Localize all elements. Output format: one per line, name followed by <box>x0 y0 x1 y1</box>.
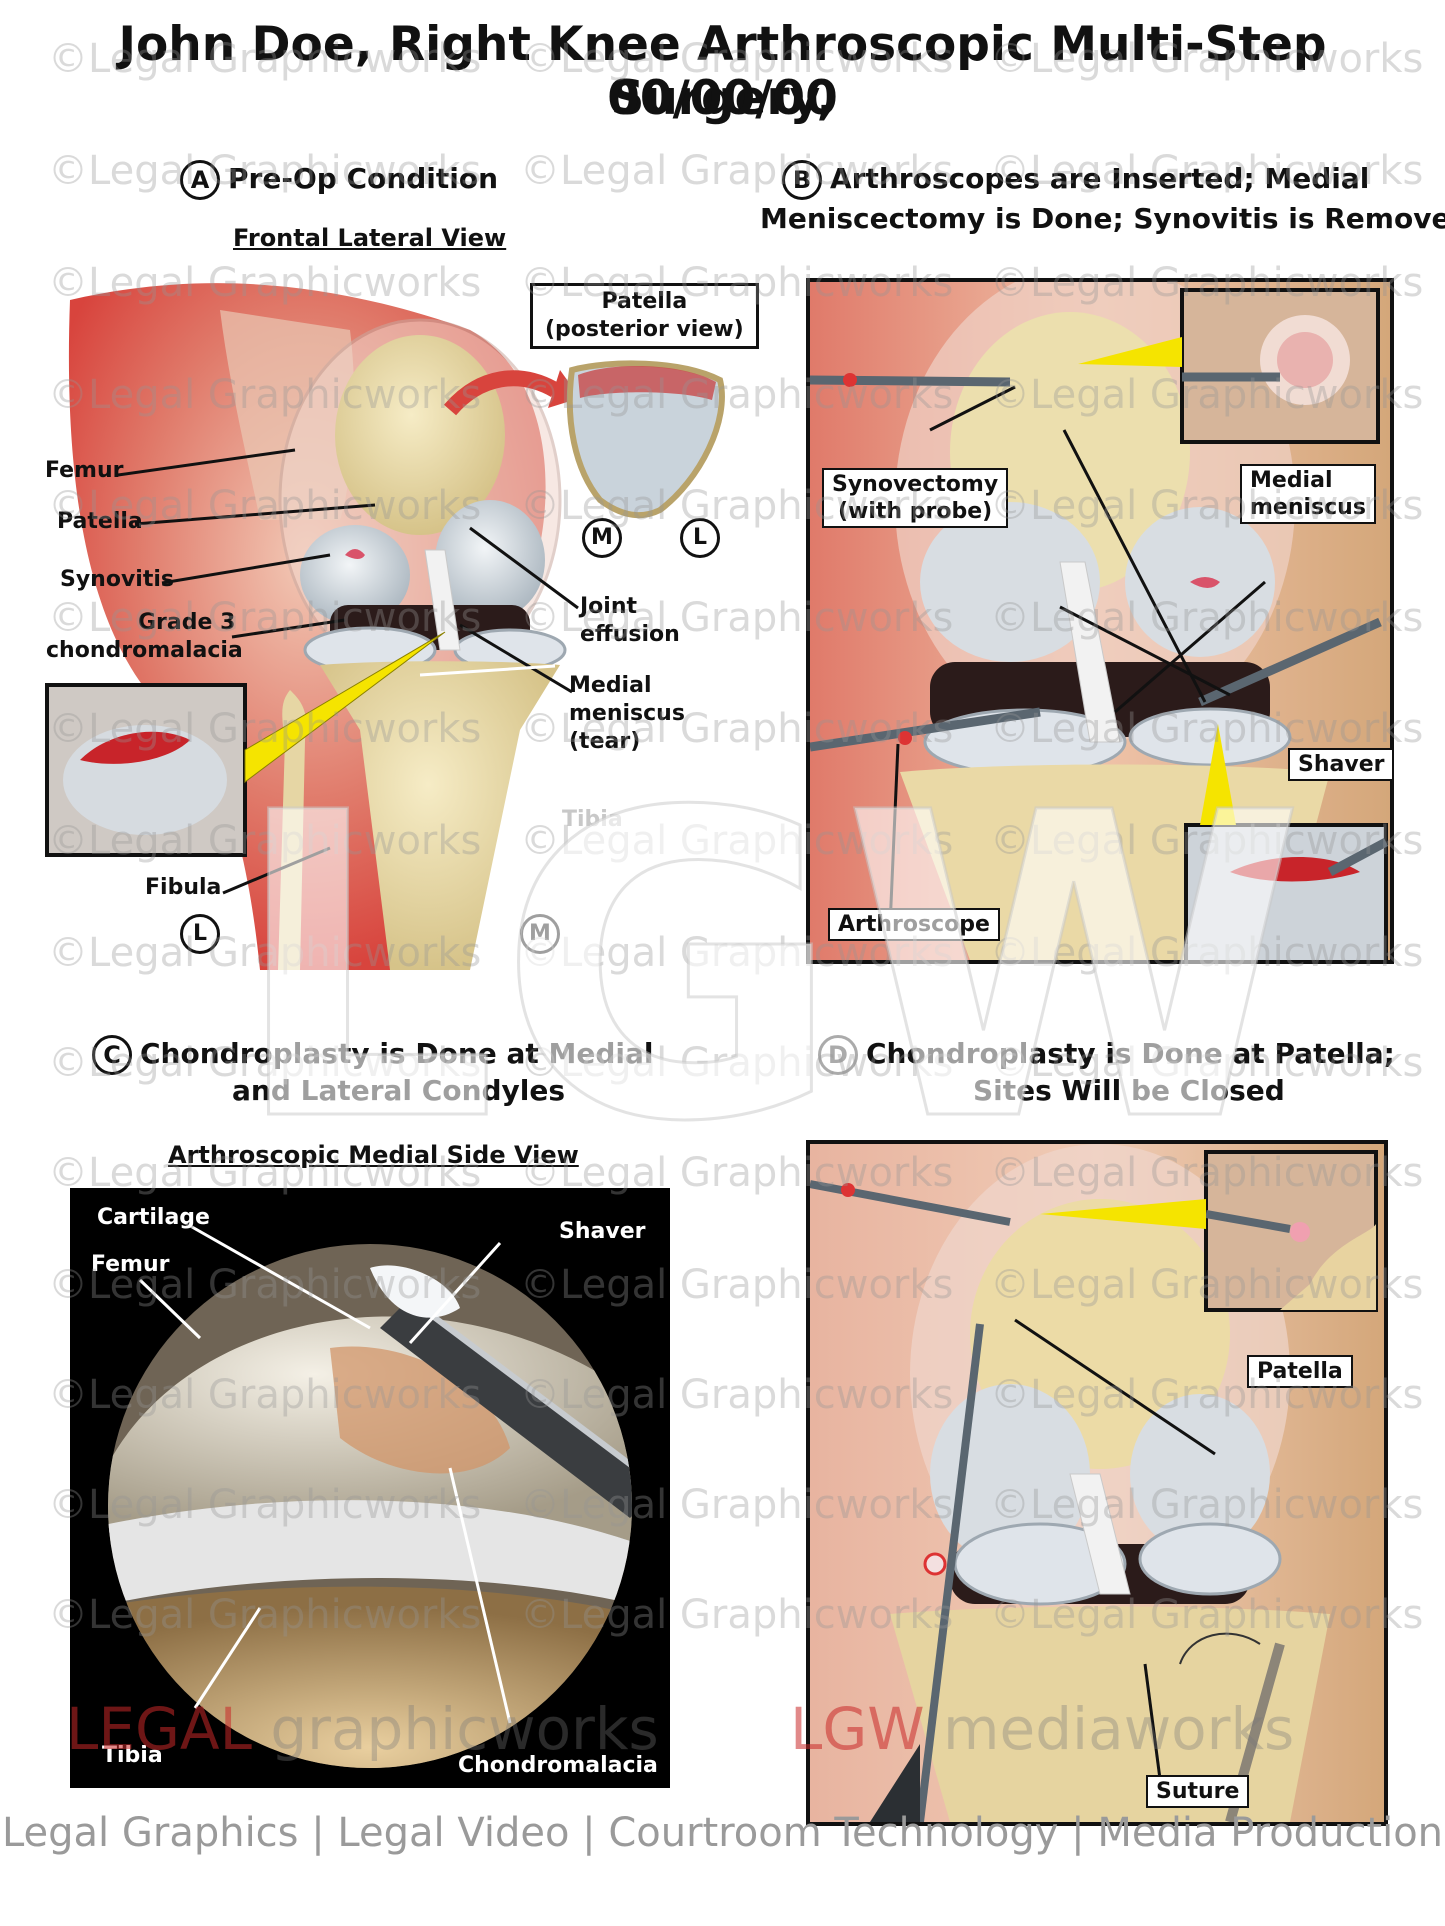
label-fibula: Fibula <box>145 875 222 900</box>
label-synovitis: Synovitis <box>60 567 174 592</box>
label-meniscus-line1: Medial <box>569 673 652 698</box>
arthroscope-d-instrument <box>916 1323 984 1822</box>
page-title-line2: 00/00/00 <box>607 71 838 126</box>
section-a-subtitle: Frontal Lateral View <box>233 224 507 252</box>
label-meniscus-line2: meniscus <box>569 701 685 726</box>
label-synovectomy: Synovectomy (with probe) <box>822 468 1009 528</box>
marker-medial-knee: M <box>520 914 560 954</box>
patella-shape <box>335 335 505 535</box>
panel-d-illustration <box>810 1144 1384 1822</box>
label-meniscus-line3: (tear) <box>569 729 641 754</box>
label-chondromalacia-c: Chondromalacia <box>458 1753 658 1778</box>
label-tibia: Tibia <box>562 807 623 832</box>
section-c-subtitle: Arthroscopic Medial Side View <box>168 1141 579 1169</box>
page-title-line1: John Doe, Right Knee Arthroscopic Multi-… <box>118 17 1327 126</box>
probe-instrument <box>810 375 1011 387</box>
shaver-instrument <box>1198 617 1382 707</box>
section-d-title-line2: Sites Will be Closed <box>973 1074 1285 1107</box>
section-d-letter: D <box>818 1035 858 1075</box>
footer-tagline: Legal Graphics | Legal Video | Courtroom… <box>1 1810 1444 1856</box>
label-grade3-line1: Grade 3 <box>138 610 236 635</box>
label-tibia-c: Tibia <box>102 1743 163 1768</box>
section-b-letter: B <box>782 160 822 200</box>
logo-lgw-mediaworks: LGW mediaworks <box>790 1695 1295 1763</box>
marker-lateral-knee: L <box>180 914 220 954</box>
label-joint-line2: effusion <box>580 622 680 647</box>
label-cartilage: Cartilage <box>97 1205 210 1230</box>
section-a-letter: A <box>180 160 220 200</box>
label-arthroscope: Arthroscope <box>828 908 1000 941</box>
logo-legal-graphicworks: LEGAL graphicworks <box>66 1695 659 1763</box>
panel-b <box>806 278 1394 964</box>
label-patella-d: Patella <box>1247 1355 1353 1388</box>
section-c-letter: C <box>92 1035 132 1075</box>
tibia-shape <box>320 661 560 970</box>
panel-b-illustration <box>810 282 1390 960</box>
label-shaver-c: Shaver <box>559 1219 646 1244</box>
patella-posterior-box: Patella (posterior view) <box>530 283 759 349</box>
label-shaver-b: Shaver <box>1288 748 1395 781</box>
marker-medial-patella: M <box>582 518 622 558</box>
cartilage-fragment <box>370 1265 460 1318</box>
label-patella: Patella <box>57 509 143 534</box>
label-femur: Femur <box>45 458 124 483</box>
panel-d <box>806 1140 1388 1826</box>
chondromalacia-area <box>330 1346 510 1474</box>
marker-lateral-patella: L <box>680 518 720 558</box>
fibula-shape <box>278 690 307 970</box>
panel-b-inset-bottom <box>1184 823 1388 960</box>
label-joint-line1: Joint <box>580 594 638 619</box>
section-c-title-line2: and Lateral Condyles <box>232 1074 566 1107</box>
arthroscope-instrument <box>810 707 1041 752</box>
label-suture: Suture <box>1146 1775 1250 1808</box>
arthroscopic-view-illustration <box>108 1221 632 1768</box>
label-medial-meniscus-b: Medial meniscus <box>1240 464 1376 524</box>
knee-frontal-illustration <box>45 283 725 970</box>
label-femur-c: Femur <box>91 1252 170 1277</box>
patella-posterior-shape <box>566 360 725 519</box>
shaver-tool <box>380 1298 632 1518</box>
panel-c <box>70 1188 670 1788</box>
label-grade3-line2: chondromalacia <box>46 638 243 663</box>
section-b-title-line2: Meniscectomy is Done; Synovitis is Remov… <box>760 202 1445 235</box>
